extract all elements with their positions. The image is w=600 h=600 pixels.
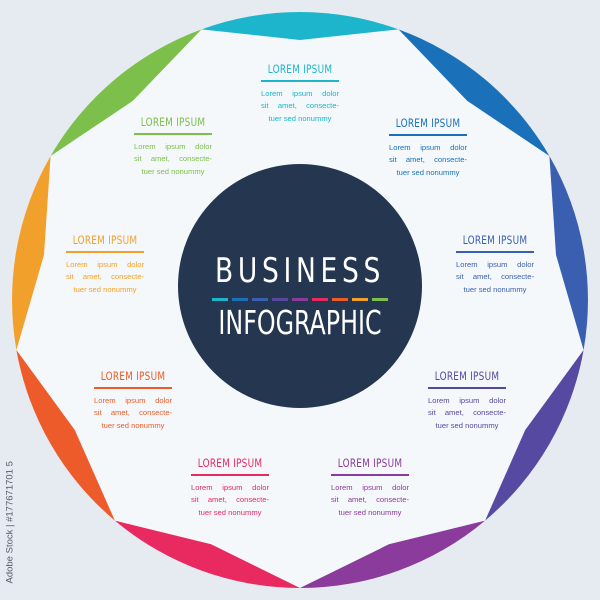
body-line: tuer sed nonummy <box>338 507 402 517</box>
block-body: Lorem ipsum dolor sit amet, consecte- tu… <box>134 141 212 178</box>
block-body: Lorem ipsum dolor sit amet, consecte- tu… <box>66 259 144 296</box>
body-line: tuer sed nonummy <box>141 166 205 176</box>
text-block-top-left: LOREM IPSUM Lorem ipsum dolor sit amet, … <box>134 115 212 178</box>
text-block-top-right: LOREM IPSUM Lorem ipsum dolor sit amet, … <box>389 116 467 179</box>
body-line: Lorem ipsum dolor <box>389 143 467 152</box>
block-body: Lorem ipsum dolor sit amet, consecte- tu… <box>191 482 269 519</box>
body-line: sit amet, consecte- <box>261 101 339 111</box>
body-line: sit amet, consecte- <box>456 272 534 282</box>
text-block-bottom-left: LOREM IPSUM Lorem ipsum dolor sit amet, … <box>191 456 269 519</box>
body-line: Lorem ipsum dolor <box>261 89 339 98</box>
block-rule <box>389 134 467 136</box>
block-title: LOREM IPSUM <box>197 456 263 470</box>
body-line: Lorem ipsum dolor <box>331 483 409 492</box>
body-line: sit amet, consecte- <box>191 495 269 505</box>
block-title: LOREM IPSUM <box>72 233 138 247</box>
segment-left <box>12 156 51 350</box>
body-line: tuer sed nonummy <box>198 507 262 517</box>
text-block-lower-left: LOREM IPSUM Lorem ipsum dolor sit amet, … <box>94 369 172 432</box>
dash <box>252 298 268 301</box>
dash <box>232 298 248 301</box>
dash <box>372 298 388 301</box>
dash <box>292 298 308 301</box>
block-rule <box>191 474 269 476</box>
body-line: tuer sed nonummy <box>463 284 527 294</box>
body-line: sit amet, consecte- <box>66 272 144 282</box>
center-circle <box>178 164 422 408</box>
body-line: Lorem ipsum dolor <box>191 483 269 492</box>
body-line: Lorem ipsum dolor <box>456 260 534 269</box>
dash <box>312 298 328 301</box>
segment-bottom-right <box>300 520 486 588</box>
segment-lower-right <box>485 350 584 521</box>
block-body: Lorem ipsum dolor sit amet, consecte- tu… <box>261 88 339 125</box>
dash <box>332 298 348 301</box>
block-rule <box>331 474 409 476</box>
block-body: Lorem ipsum dolor sit amet, consecte- tu… <box>94 395 172 432</box>
block-rule <box>94 387 172 389</box>
text-block-bottom-right: LOREM IPSUM Lorem ipsum dolor sit amet, … <box>331 456 409 519</box>
dash <box>212 298 228 301</box>
segment-top-right <box>398 29 550 156</box>
body-line: Lorem ipsum dolor <box>66 260 144 269</box>
text-block-right: LOREM IPSUM Lorem ipsum dolor sit amet, … <box>456 233 534 296</box>
block-rule <box>134 133 212 135</box>
block-rule <box>456 251 534 253</box>
body-line: sit amet, consecte- <box>134 154 212 164</box>
body-line: tuer sed nonummy <box>73 284 137 294</box>
stock-watermark: Adobe Stock | #177671701 5 <box>4 461 16 584</box>
block-body: Lorem ipsum dolor sit amet, consecte- tu… <box>456 259 534 296</box>
block-body: Lorem ipsum dolor sit amet, consecte- tu… <box>389 142 467 179</box>
block-title: LOREM IPSUM <box>337 456 403 470</box>
text-block-lower-right: LOREM IPSUM Lorem ipsum dolor sit amet, … <box>428 369 506 432</box>
block-rule <box>66 251 144 253</box>
block-rule <box>428 387 506 389</box>
block-body: Lorem ipsum dolor sit amet, consecte- tu… <box>428 395 506 432</box>
center-title-line2: INFOGRAPHIC <box>218 303 382 342</box>
color-dash-row <box>212 298 388 302</box>
body-line: tuer sed nonummy <box>101 420 165 430</box>
segment-bottom-left <box>114 520 301 588</box>
body-line: tuer sed nonummy <box>435 420 499 430</box>
body-line: Lorem ipsum dolor <box>428 396 506 405</box>
segment-top <box>201 12 399 41</box>
block-title: LOREM IPSUM <box>140 115 206 129</box>
segment-top-left <box>50 29 202 156</box>
center-title-line1: BUSINESS <box>215 251 385 291</box>
body-line: tuer sed nonummy <box>396 167 460 177</box>
text-block-left: LOREM IPSUM Lorem ipsum dolor sit amet, … <box>66 233 144 296</box>
block-title: LOREM IPSUM <box>267 62 333 76</box>
segment-lower-left <box>16 350 115 521</box>
block-title: LOREM IPSUM <box>100 369 166 383</box>
block-title: LOREM IPSUM <box>462 233 528 247</box>
block-rule <box>261 80 339 82</box>
body-line: sit amet, consecte- <box>428 408 506 418</box>
body-line: tuer sed nonummy <box>268 113 332 123</box>
body-line: Lorem ipsum dolor <box>134 142 212 151</box>
body-line: sit amet, consecte- <box>94 408 172 418</box>
block-body: Lorem ipsum dolor sit amet, consecte- tu… <box>331 482 409 519</box>
body-line: Lorem ipsum dolor <box>94 396 172 405</box>
dash <box>272 298 288 301</box>
body-line: sit amet, consecte- <box>389 155 467 165</box>
text-block-top: LOREM IPSUM Lorem ipsum dolor sit amet, … <box>261 62 339 125</box>
body-line: sit amet, consecte- <box>331 495 409 505</box>
segment-right <box>549 156 588 350</box>
block-title: LOREM IPSUM <box>434 369 500 383</box>
block-title: LOREM IPSUM <box>395 116 461 130</box>
dash <box>352 298 368 301</box>
